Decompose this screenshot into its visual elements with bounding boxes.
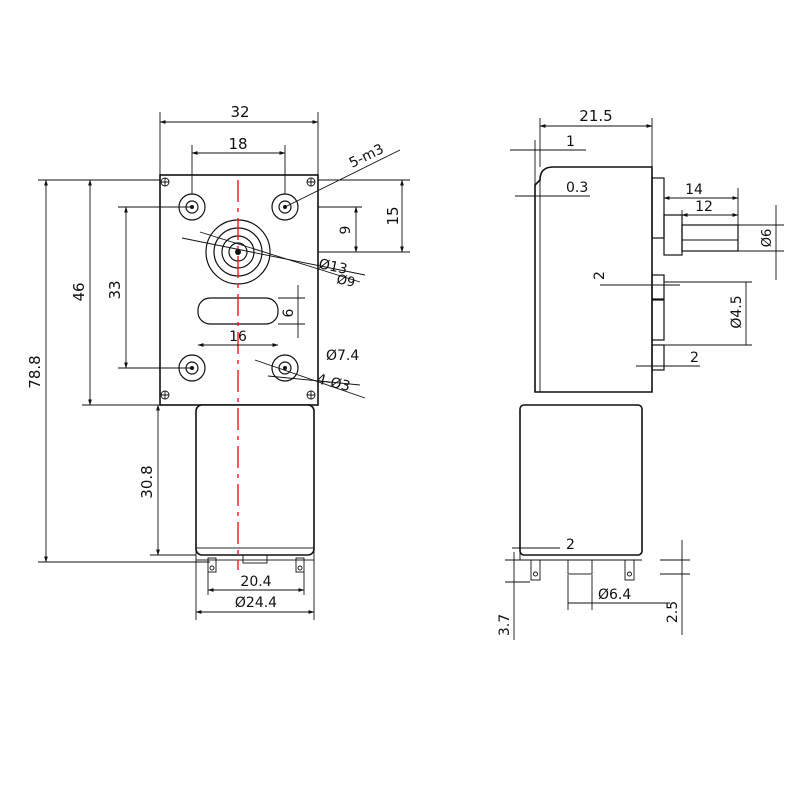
corner-screws — [160, 177, 316, 400]
dim-boss-dia-label: Ø13 — [317, 256, 349, 278]
dim-shaft-dia-label: Ø6 — [760, 229, 775, 248]
dim-shaft-flat-label: 12 — [695, 199, 713, 215]
dim-flange-height: 46 — [70, 179, 160, 406]
dim-flange-height-label: 46 — [70, 282, 88, 301]
dim-slot-height: 6 — [278, 285, 305, 338]
dim-slot-height-label: 6 — [281, 308, 297, 317]
dim-bearing-dia-label: Ø6.4 — [598, 587, 631, 603]
dim-width: 32 — [159, 103, 319, 175]
dim-boss-dia-2-label: Ø9 — [335, 272, 356, 291]
dim-hole-vertical: 33 — [106, 206, 192, 369]
motor-side-body — [519, 404, 643, 556]
dim-motor-dia-label: Ø24.4 — [235, 595, 277, 611]
dim-hole-spacing-label: 18 — [228, 135, 247, 153]
side-view: 21.5 1 0.3 14 12 Ø — [497, 107, 784, 640]
dim-plate: 1 — [510, 134, 586, 200]
dim-collar-2: 2 — [636, 350, 700, 367]
dim-gap-label: 0.3 — [566, 180, 588, 196]
motor-end-cap — [195, 547, 315, 561]
side-terminals — [530, 559, 635, 581]
dim-terminal-offset: 3.7 — [497, 552, 530, 640]
dim-boss-hole-label: Ø7.4 — [326, 348, 359, 364]
dim-shaft-offset: 9 — [318, 206, 362, 253]
dim-motor-length: 30.8 — [138, 404, 196, 556]
dim-terminal: 2 — [512, 537, 575, 560]
dim-gap: 0.3 — [515, 180, 590, 197]
dim-plate-label: 1 — [566, 134, 575, 150]
gearbox-side-body — [534, 166, 653, 393]
dim-terminal-offset-label: 3.7 — [497, 614, 513, 636]
dim-total-depth-label: 21.5 — [579, 107, 612, 125]
dim-thread-label: 5-m3 — [347, 141, 387, 171]
motor-can — [195, 404, 315, 556]
dim-hole-vertical-label: 33 — [106, 280, 124, 299]
dim-slot-width-label: 16 — [229, 329, 247, 345]
dim-shaft-offset-label: 9 — [338, 226, 354, 235]
gearbox-flange — [159, 174, 319, 406]
dim-bearing-len: 2.5 — [660, 540, 690, 635]
dim-terminal-label: 2 — [566, 537, 575, 553]
dim-collar-dia: Ø4.5 — [664, 281, 752, 346]
dim-collar-1-label: 2 — [592, 271, 608, 280]
dim-shaft-length: 14 — [663, 182, 739, 225]
motor-terminals — [207, 554, 305, 573]
dim-slot-width: 16 — [197, 329, 279, 347]
output-shaft — [651, 177, 739, 371]
dim-collar-1: 2 — [592, 271, 680, 286]
dim-top-offset-label: 15 — [384, 206, 402, 225]
dim-hole-spacing: 18 — [191, 135, 286, 194]
dim-width-label: 32 — [230, 103, 249, 121]
dim-shaft-dia: Ø6 — [738, 205, 784, 280]
dim-shaft-length-label: 14 — [685, 182, 703, 198]
dim-collar-2-label: 2 — [690, 350, 699, 366]
dim-mount-hole-label: 4-Ø3 — [315, 371, 352, 395]
dim-bearing-dia: Ø6.4 — [567, 575, 670, 610]
dim-total-depth: 21.5 — [539, 107, 653, 167]
dim-bearing-len-label: 2.5 — [665, 601, 681, 623]
dim-shaft-flat: 12 — [681, 199, 739, 225]
dim-total-height: 78.8 — [26, 179, 210, 563]
dim-boss: Ø13 Ø9 — [181, 231, 366, 291]
front-view: 32 18 5-m3 15 9 Ø1 — [26, 103, 410, 620]
dim-top-offset: 15 — [318, 179, 410, 253]
dim-total-height-label: 78.8 — [26, 355, 44, 388]
dim-collar-dia-label: Ø4.5 — [729, 295, 745, 328]
dim-motor-dia: Ø24.4 — [195, 560, 315, 620]
dim-motor-flat-label: 20.4 — [240, 574, 271, 590]
dim-motor-length-label: 30.8 — [138, 465, 156, 498]
dim-holes: Ø7.4 4-Ø3 — [254, 348, 366, 399]
dim-motor-flat: 20.4 — [207, 572, 305, 595]
